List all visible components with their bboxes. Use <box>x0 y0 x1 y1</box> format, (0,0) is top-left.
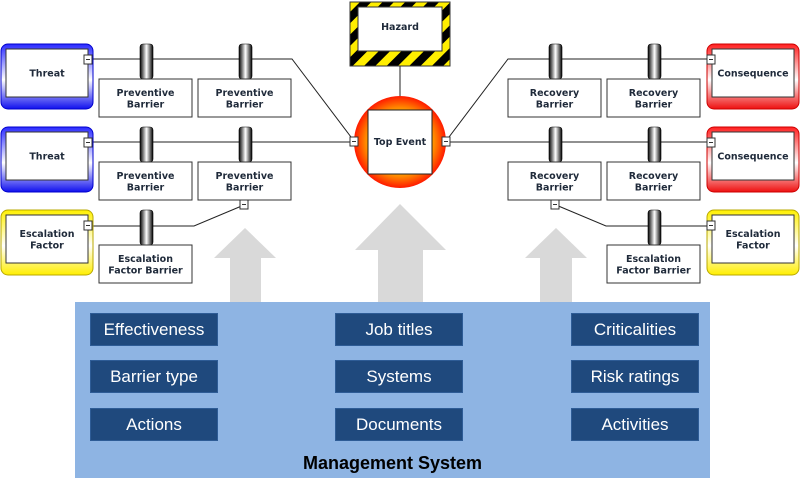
preventive-barrier-label: Preventive <box>117 88 175 99</box>
escalation-factor-barrier-label: Factor Barrier <box>108 265 183 276</box>
ms-item-actions[interactable]: Actions <box>90 408 218 441</box>
barrier-handle-icon <box>647 43 662 80</box>
escalation-factor-node-label: Factor <box>30 240 64 251</box>
recovery-barrier-label: Barrier <box>536 182 574 193</box>
preventive-barrier-label: Barrier <box>226 99 264 110</box>
recovery-barrier-label: Recovery <box>629 171 679 182</box>
preventive-barrier-label: Barrier <box>127 182 165 193</box>
ms-item-risk-ratings[interactable]: Risk ratings <box>571 360 699 393</box>
ms-item-job-titles[interactable]: Job titles <box>335 313 463 346</box>
arrow-center <box>355 204 446 302</box>
recovery-barrier-label: Recovery <box>629 88 679 99</box>
escalation-factor-node-label: Factor <box>736 240 770 251</box>
barrier-handle-icon <box>647 126 662 163</box>
recovery-barrier-label: Recovery <box>530 171 580 182</box>
threat-node[interactable]: Threat <box>0 43 94 110</box>
ms-item-documents[interactable]: Documents <box>335 408 463 441</box>
ms-item-barrier-type[interactable]: Barrier type <box>90 360 218 393</box>
preventive-barrier-label: Barrier <box>226 182 264 193</box>
escalation-factor-node-label: Escalation <box>20 229 75 240</box>
consequence-node[interactable]: Consequence <box>706 43 800 110</box>
recovery-barrier-label: Recovery <box>530 88 580 99</box>
arrow-left <box>214 228 276 302</box>
escalation-factor-node-label: Escalation <box>726 229 781 240</box>
top-event-label: Top Event <box>374 137 427 148</box>
top-event-node[interactable]: Top Event <box>349 96 451 188</box>
preventive-barrier-label: Preventive <box>117 171 175 182</box>
barrier-handle-icon <box>139 126 154 163</box>
consequence-node-label: Consequence <box>717 69 788 80</box>
hazard-label: Hazard <box>381 22 419 33</box>
management-system-panel: Effectiveness Barrier type Actions Job t… <box>75 302 710 478</box>
barrier-handle-icon <box>238 43 253 80</box>
escalation-factor-barrier-label: Escalation <box>118 254 173 265</box>
threat-node[interactable]: Threat <box>0 126 94 193</box>
escalation-factor-barrier-label: Factor Barrier <box>616 265 691 276</box>
hazard-node[interactable]: Hazard <box>349 1 451 67</box>
ms-item-systems[interactable]: Systems <box>335 360 463 393</box>
management-system-title: Management System <box>302 453 483 473</box>
escalation-factor-barrier-label: Escalation <box>626 254 681 265</box>
preventive-barrier-label: Barrier <box>127 99 165 110</box>
threat-node-label: Threat <box>29 69 65 80</box>
recovery-barrier-label: Barrier <box>635 99 673 110</box>
arrow-right <box>525 228 587 302</box>
ms-item-criticalities[interactable]: Criticalities <box>571 313 699 346</box>
preventive-barrier-label: Preventive <box>216 88 274 99</box>
barrier-handle-icon <box>548 126 563 163</box>
ms-item-activities[interactable]: Activities <box>571 408 699 441</box>
barrier-handle-icon <box>548 43 563 80</box>
preventive-barrier-label: Preventive <box>216 171 274 182</box>
connector-lines <box>92 58 708 227</box>
barrier-handle-icon <box>238 126 253 163</box>
recovery-barrier-label: Barrier <box>635 182 673 193</box>
consequence-node[interactable]: Consequence <box>706 126 800 193</box>
arrows <box>214 204 587 302</box>
consequence-node-label: Consequence <box>717 152 788 163</box>
barrier-handle-icon <box>139 209 154 246</box>
barrier-handle-icon <box>139 43 154 80</box>
recovery-barrier-label: Barrier <box>536 99 574 110</box>
threat-node-label: Threat <box>29 152 65 163</box>
barrier-handle-icon <box>647 209 662 246</box>
ms-item-effectiveness[interactable]: Effectiveness <box>90 313 218 346</box>
